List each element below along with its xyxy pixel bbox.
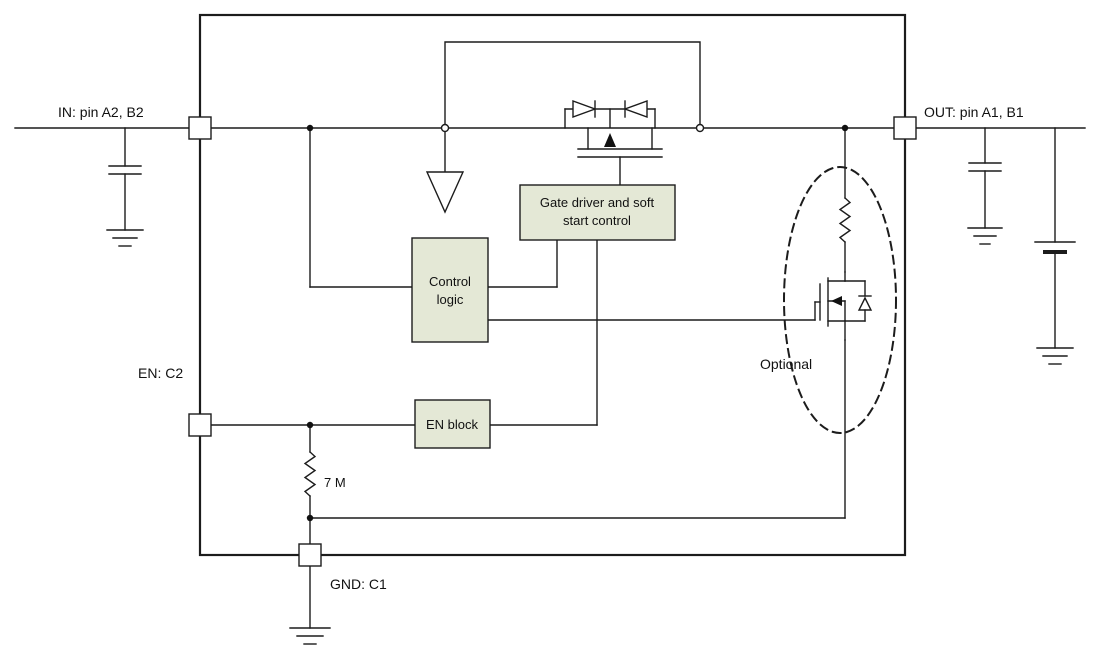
- optional-ellipse: [783, 166, 897, 434]
- gnd-ground-icon: [289, 627, 331, 645]
- out-pin-pad: [893, 116, 917, 140]
- in-pin-label: IN: pin A2, B2: [58, 104, 144, 120]
- discharge-fet-body-diode-icon: [844, 280, 873, 322]
- discharge-resistor-icon: [838, 130, 852, 273]
- gate-driver-label-line1: Gate driver and soft: [540, 195, 655, 210]
- out-pin-label: OUT: pin A1, B1: [924, 104, 1024, 120]
- fet-arrow-icon: [831, 296, 842, 306]
- open-node-circles: [440, 123, 705, 133]
- output-capacitor-icon: [968, 127, 1002, 229]
- driver-triangle-icon: [425, 130, 465, 214]
- pass-fet-icon: [577, 127, 663, 186]
- battery-icon: [1034, 127, 1076, 349]
- diagram-linework: [14, 13, 1086, 645]
- input-capacitor: [108, 127, 142, 231]
- gate-driver-block: [519, 184, 676, 241]
- en-block: [414, 399, 491, 449]
- body-diode-arrow-icon: [604, 133, 616, 147]
- gnd-pin-pad: [298, 543, 322, 567]
- in-pin-pad: [188, 116, 212, 140]
- ic-boundary: [198, 13, 907, 557]
- en-pin-label: EN: C2: [138, 365, 183, 381]
- control-logic-block: [411, 237, 489, 343]
- input-ground-icon: [106, 229, 144, 247]
- control-logic-label-line1: Control: [429, 274, 471, 289]
- gate-driver-label-line2: start control: [563, 213, 631, 228]
- pulldown-resistor-value-label: 7 M: [324, 475, 346, 490]
- gnd-pin-label: GND: C1: [330, 576, 387, 592]
- output-ground-icon: [967, 227, 1003, 245]
- en-pin-pad: [188, 413, 212, 437]
- control-logic-label-line2: logic: [437, 292, 464, 307]
- internal-wires: [210, 127, 821, 426]
- en-pulldown-resistor-icon: [303, 424, 317, 519]
- battery-ground-icon: [1036, 347, 1074, 365]
- junction-dots: [306, 124, 849, 522]
- en-block-label: EN block: [426, 417, 479, 432]
- discharge-fet-icon: [819, 271, 846, 341]
- optional-label: Optional: [760, 356, 812, 372]
- reverse-blocking-diodes-icon: [564, 100, 656, 129]
- top-bypass-loop: [444, 41, 701, 126]
